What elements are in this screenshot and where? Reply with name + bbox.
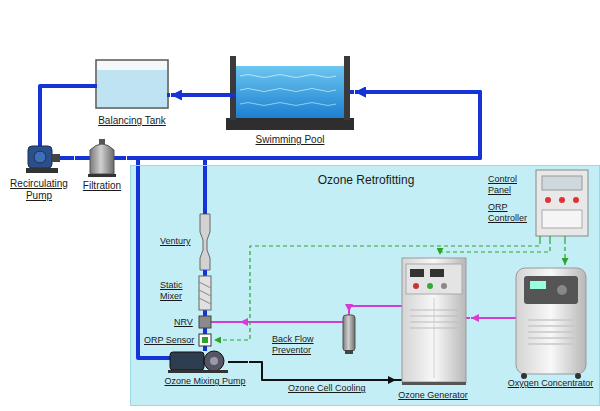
- component-label: NRV: [174, 317, 198, 328]
- pipe-line: [127, 158, 162, 358]
- pipe-line: [471, 317, 505, 319]
- pipe-line: [249, 362, 396, 380]
- pool-label-box: Swimming Pool: [226, 52, 355, 148]
- component-label: ORP Controller: [488, 202, 534, 224]
- concentrator-box: Oxygen Concentrator: [505, 265, 597, 404]
- pipe-line: [205, 92, 480, 214]
- component-label: Back Flow Preventor: [272, 334, 338, 356]
- pipe-line: [203, 347, 207, 350]
- pump-illustration: [26, 138, 74, 173]
- region-fill: [130, 165, 600, 406]
- component-label: ORP Sensor: [144, 335, 196, 346]
- sensor-box: ORP Sensor: [144, 333, 214, 347]
- signal-line: [214, 240, 540, 340]
- control-panel: Control PanelORP Controller: [486, 168, 592, 240]
- backflow-box: Back Flow Preventor: [270, 312, 362, 372]
- pipe-line: [349, 306, 396, 312]
- mixer-illustration: [199, 276, 211, 310]
- venturi-illustration: [200, 214, 210, 270]
- pipe-line: [40, 86, 94, 138]
- pipe-line: [203, 330, 207, 333]
- sensor-illustration: [199, 334, 211, 346]
- valve-box: NRV: [160, 315, 240, 330]
- component-label: Balancing Tank: [94, 115, 170, 127]
- component-label: Ozone Mixing Pump: [162, 376, 248, 387]
- pipe-line: [127, 92, 480, 158]
- component-label: Recirculating Pump: [4, 178, 74, 202]
- component-label: Swimming Pool: [226, 134, 354, 146]
- mixer-box: Static Mixer: [160, 274, 214, 312]
- concentrator-illustration: [505, 268, 586, 379]
- component-label: Ozone Generator: [396, 390, 470, 401]
- venturi-box: Ventury: [160, 214, 214, 270]
- region-title: Ozone Retrofitting: [281, 173, 451, 187]
- pipe-line: [203, 270, 207, 274]
- signal-line: [440, 240, 550, 255]
- pipe-line: [240, 321, 270, 323]
- component-label: Filtration: [78, 180, 126, 192]
- generator-illustration: [396, 258, 470, 385]
- tank-label-box: Balancing Tank: [94, 58, 171, 132]
- component-label: Control Panel: [488, 174, 534, 196]
- pipe-line: [75, 156, 78, 160]
- component-label: Ventury: [160, 236, 198, 247]
- pump-label-box: Recirculating Pump: [4, 138, 75, 206]
- pipe-line: [171, 93, 226, 97]
- pipe-line: [203, 312, 207, 315]
- valve-illustration: [199, 316, 211, 328]
- tank-illustration: [94, 60, 170, 108]
- pool-illustration: [226, 56, 354, 130]
- generator-box: Ozone Generator: [396, 255, 471, 404]
- mixing-pump-box: Ozone Mixing Pump: [162, 350, 249, 392]
- component-label: Static Mixer: [160, 280, 198, 302]
- filter-label-box: Filtration: [78, 140, 127, 196]
- mixing-pump-illustration: [168, 351, 228, 373]
- control-panel-illustration: [536, 170, 588, 240]
- component-label: Oxygen Concentrator: [505, 378, 596, 389]
- edge-label: Ozone Cell Cooling: [286, 383, 368, 394]
- filter-illustration: [78, 139, 126, 177]
- retrofit-region: Ozone Retrofitting Control PanelORP Contr…: [130, 165, 600, 406]
- signal-line: [564, 240, 565, 265]
